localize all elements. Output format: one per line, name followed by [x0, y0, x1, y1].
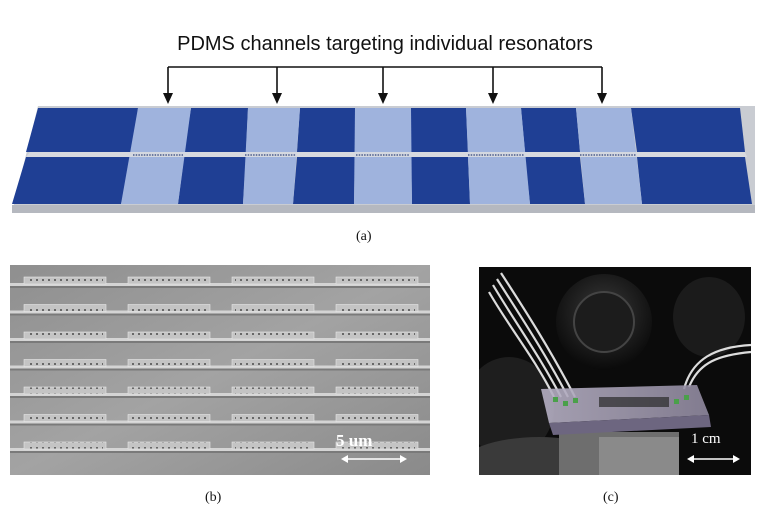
scale-label-b: 5 um: [336, 431, 373, 450]
sem-rows: [10, 276, 430, 453]
arrow-heads: [163, 93, 607, 104]
photonic-crystal-holes: [339, 360, 415, 366]
photonic-crystal-holes: [131, 360, 207, 366]
photonic-crystal-holes: [131, 305, 207, 311]
photonic-crystal-holes: [27, 387, 103, 394]
waveguide-line: [10, 448, 430, 451]
sem-image: 5 um: [10, 265, 430, 475]
waveguide-shadow: [10, 313, 430, 316]
photonic-crystal-holes: [235, 442, 311, 449]
arrow-head-2: [272, 93, 282, 104]
photonic-crystal-holes: [131, 442, 207, 449]
photonic-crystal-holes: [27, 360, 103, 366]
waveguide-line: [10, 365, 430, 369]
photonic-crystal-holes: [339, 277, 415, 284]
waveguide-line: [10, 310, 430, 314]
photonic-crystal-holes: [235, 332, 311, 339]
scale-label-c: 1 cm: [691, 431, 721, 447]
photonic-crystal-holes: [27, 442, 103, 449]
waveguide-line: [10, 420, 430, 424]
photonic-crystal-holes: [339, 442, 415, 449]
photonic-crystal-holes: [339, 305, 415, 311]
photonic-crystal-holes: [235, 277, 311, 284]
scale-bar-b: [341, 455, 407, 463]
channel-bracket: [167, 66, 603, 95]
waveguide-shadow: [10, 341, 430, 343]
caption-b: (b): [205, 490, 222, 505]
waveguide-shadow: [10, 286, 430, 288]
photonic-crystal-holes: [339, 415, 415, 421]
waveguide-line: [10, 393, 430, 396]
photonic-crystal-holes: [339, 387, 415, 394]
substrate-edge: [12, 205, 755, 213]
arrow-head-4: [488, 93, 498, 104]
electrodes: [12, 108, 752, 204]
waveguide-line: [10, 283, 430, 286]
photonic-crystal-holes: [131, 387, 207, 394]
photonic-crystal-holes: [131, 277, 207, 284]
header-title: PDMS channels targeting individual reson…: [177, 33, 593, 55]
photonic-crystal-holes: [131, 332, 207, 339]
photonic-crystal-holes: [235, 360, 311, 366]
arrow-head-1: [163, 93, 173, 104]
arrow-head-5: [597, 93, 607, 104]
photonic-crystal-holes: [235, 305, 311, 311]
photonic-crystal-holes: [27, 277, 103, 284]
waveguide-shadow: [10, 423, 430, 426]
scale-bar-c: [687, 455, 740, 463]
caption-c: (c): [603, 490, 619, 505]
photonic-crystal-holes: [339, 332, 415, 339]
fluid-tubes: [488, 272, 751, 398]
photonic-crystal-holes: [131, 415, 207, 421]
device-photo-svg: [479, 267, 751, 475]
sem-image-svg: [10, 265, 430, 475]
arrow-head-3: [378, 93, 388, 104]
device-schematic: [12, 66, 755, 213]
photonic-crystal-holes: [27, 415, 103, 421]
waveguide-shadow: [10, 368, 430, 371]
photonic-crystal-holes: [27, 305, 103, 311]
photonic-crystal-holes: [235, 415, 311, 421]
waveguide-line: [10, 338, 430, 341]
device-photo: 1 cm: [479, 267, 751, 475]
photonic-crystal-holes: [27, 332, 103, 339]
photonic-crystal-holes: [235, 387, 311, 394]
caption-a: (a): [356, 229, 372, 244]
waveguide-shadow: [10, 396, 430, 398]
waveguide-shadow: [10, 451, 430, 453]
